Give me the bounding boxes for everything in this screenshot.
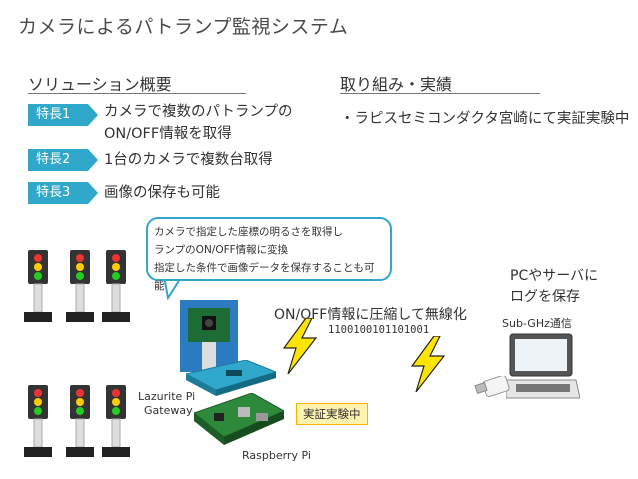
info-bubble: カメラで指定した座標の明るさを取得し ランプのON/OFF情報に変換 指定した条…: [146, 217, 392, 292]
feature-text-1-line-2: ON/OFF情報を取得: [104, 126, 232, 142]
page-title: カメラによるパトランプ監視システム: [18, 16, 349, 38]
laptop-icon: [506, 333, 580, 399]
feature-text-1-line-1: カメラで複数のパトランプの: [104, 104, 293, 120]
lazurite-gateway-icon: [186, 360, 276, 396]
usb-dongle-icon: [474, 376, 510, 398]
pc-log-text: PCやサーバに ログを保存: [510, 266, 598, 308]
patlamp-icon: [102, 385, 130, 457]
feature-badge-2: 特長2: [28, 149, 98, 171]
patlamp-icon: [66, 250, 94, 322]
bubble-line-2: ランプのON/OFF情報に変換: [154, 244, 289, 256]
bit-string: 1100100101101001: [328, 324, 430, 336]
lightning-icon: [282, 318, 318, 374]
section-underline-results: [340, 93, 540, 94]
feature-badge-3: 特長3: [28, 182, 98, 204]
patlamp-row-top: [24, 250, 130, 322]
feature-text-3: 画像の保存も可能: [104, 185, 220, 201]
patlamp-icon: [24, 250, 52, 322]
compress-text: ON/OFF情報に圧縮して無線化: [274, 307, 467, 323]
patlamp-icon: [102, 250, 130, 322]
subghz-label: Sub-GHz通信: [502, 317, 572, 330]
results-bullet: ・ラピスセミコンダクタ宮崎にて実証実験中: [340, 111, 630, 127]
raspberry-pi-icon: [194, 393, 284, 445]
pc-log-line-1: PCやサーバに: [510, 268, 599, 284]
patlamp-icon: [24, 385, 52, 457]
section-underline-overview: [28, 93, 246, 94]
section-heading-results: 取り組み・実績: [340, 75, 453, 94]
raspberry-label: Raspberry Pi: [242, 449, 311, 462]
lazurite-label-line-1: Lazurite Pi: [138, 390, 196, 403]
lazurite-label-line-2: Gateway: [144, 404, 193, 417]
feature-text-1: カメラで複数のパトランプの ON/OFF情報を取得: [104, 101, 293, 145]
feature-text-2: 1台のカメラで複数台取得: [104, 152, 273, 168]
lazurite-label: Lazurite Pi Gateway: [138, 390, 195, 418]
camera-module-icon: [180, 300, 238, 372]
patlamp-icon: [66, 385, 94, 457]
pc-log-line-2: ログを保存: [510, 289, 580, 305]
patlamp-row-bottom: [24, 385, 130, 457]
feature-badge-1: 特長1: [28, 104, 98, 126]
lightning-icon: [410, 336, 446, 392]
bubble-line-3: 指定した条件で画像データを保存することも可能: [154, 262, 375, 292]
demo-status-tag: 実証実験中: [296, 403, 368, 425]
bubble-line-1: カメラで指定した座標の明るさを取得し: [154, 226, 343, 238]
section-heading-overview: ソリューション概要: [28, 75, 172, 94]
